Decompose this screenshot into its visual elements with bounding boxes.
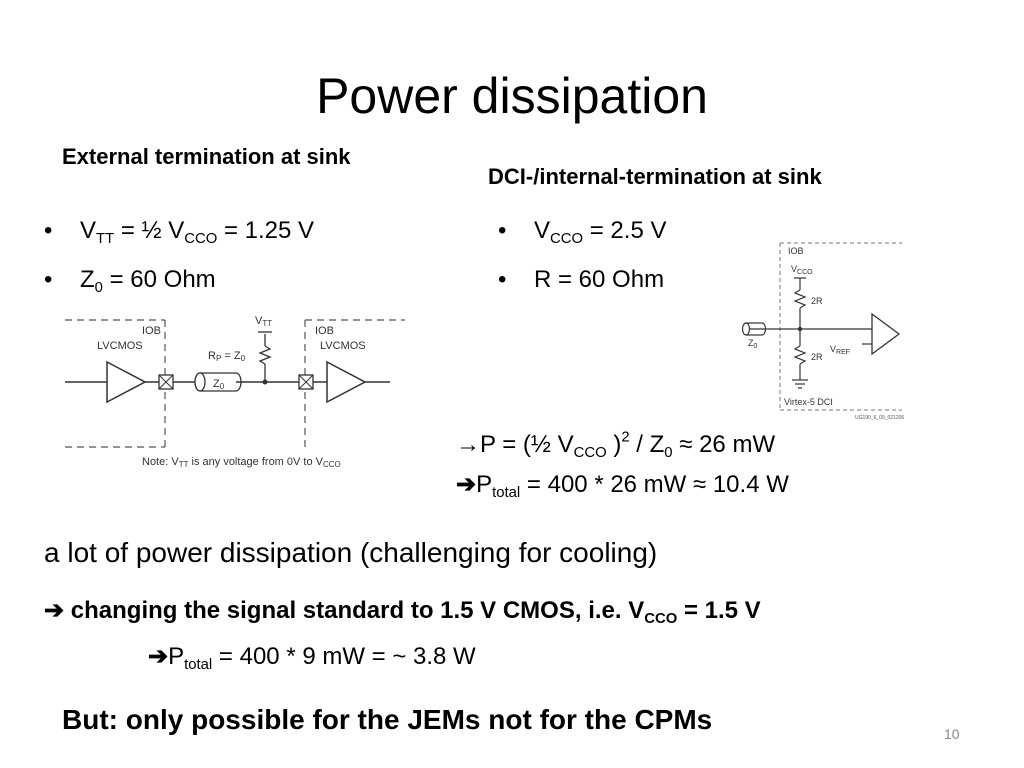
dci-z0-label: Z0 — [748, 338, 758, 350]
lvcmos-right-label: LVCMOS — [320, 340, 366, 352]
bullet-dot-icon: • — [44, 217, 53, 244]
page-number: 10 — [944, 726, 960, 742]
body-line-total-reduced: ➔Ptotal = 400 * 9 mW = ~ 3.8 W — [148, 643, 476, 674]
dci-vref-label: VREF — [830, 344, 850, 356]
transmission-line: Z0 — [194, 372, 242, 392]
bullet-dot-icon: • — [44, 266, 53, 293]
dci-figure-id: UG190_6_09_021206 — [855, 415, 904, 421]
body-line-cooling: a lot of power dissipation (challenging … — [44, 537, 658, 568]
right-arrow-icon: ➔ — [148, 643, 169, 670]
formula-power: →P = (½ VCCO )2 / Z0 ≈ 26 mW — [456, 429, 776, 462]
slide-title: Power dissipation — [316, 68, 708, 124]
right-arrow-icon: ➔ — [456, 471, 477, 498]
resistor-top — [793, 289, 807, 309]
dci-termination-diagram: Z0 IOB VCCO 2R 2R VREF Virtex-5 DCI UG19… — [741, 242, 904, 421]
termination-resistor — [258, 345, 272, 365]
dci-virtex-label: Virtex-5 DCI — [784, 397, 833, 407]
comparator-buffer — [871, 312, 901, 356]
right-bullet-vcco: •VCCO = 2.5 V — [498, 217, 667, 248]
right-buffer — [326, 360, 367, 404]
right-heading: DCI-/internal-termination at sink — [488, 164, 822, 189]
dci-transmission-line — [741, 322, 751, 336]
left-bullet-vtt: •VTT = ½ VCCO = 1.25 V — [44, 217, 315, 248]
vtt-label: VTT — [255, 315, 272, 328]
right-arrow-icon: ➔ — [44, 597, 65, 624]
dci-iob-label: IOB — [788, 246, 804, 256]
formula-total-power: ➔Ptotal = 400 * 26 mW ≈ 10.4 W — [456, 471, 789, 502]
resistor-bottom — [793, 345, 807, 365]
iob-right-label: IOB — [315, 325, 334, 337]
bullet-dot-icon: • — [498, 217, 507, 244]
right-arrow-icon: → — [456, 431, 480, 458]
dci-r-top-label: 2R — [811, 296, 823, 306]
left-buffer — [106, 360, 147, 404]
rp-label: RP = Z0 — [208, 350, 246, 363]
bullet-dot-icon: • — [498, 266, 507, 293]
iob-left-label: IOB — [142, 325, 161, 337]
left-z0-label: Z0 — [213, 378, 225, 391]
body-line-conclusion: But: only possible for the JEMs not for … — [62, 704, 713, 735]
body-line-signal-standard: ➔ changing the signal standard to 1.5 V … — [44, 597, 761, 628]
dci-vcco-label: VCCO — [791, 264, 813, 276]
right-bullet-r: •R = 60 Ohm — [498, 266, 665, 293]
left-bullet-z0: •Z0 = 60 Ohm — [44, 266, 216, 297]
external-termination-diagram: Z0 IOB IOB LVCMOS LVCMOS VTT RP = Z0 Not… — [65, 315, 405, 469]
left-heading: External termination at sink — [62, 144, 351, 169]
diagram-note: Note: VTT is any voltage from 0V to VCCO — [142, 456, 341, 469]
dci-r-bottom-label: 2R — [811, 352, 823, 362]
lvcmos-left-label: LVCMOS — [97, 340, 143, 352]
